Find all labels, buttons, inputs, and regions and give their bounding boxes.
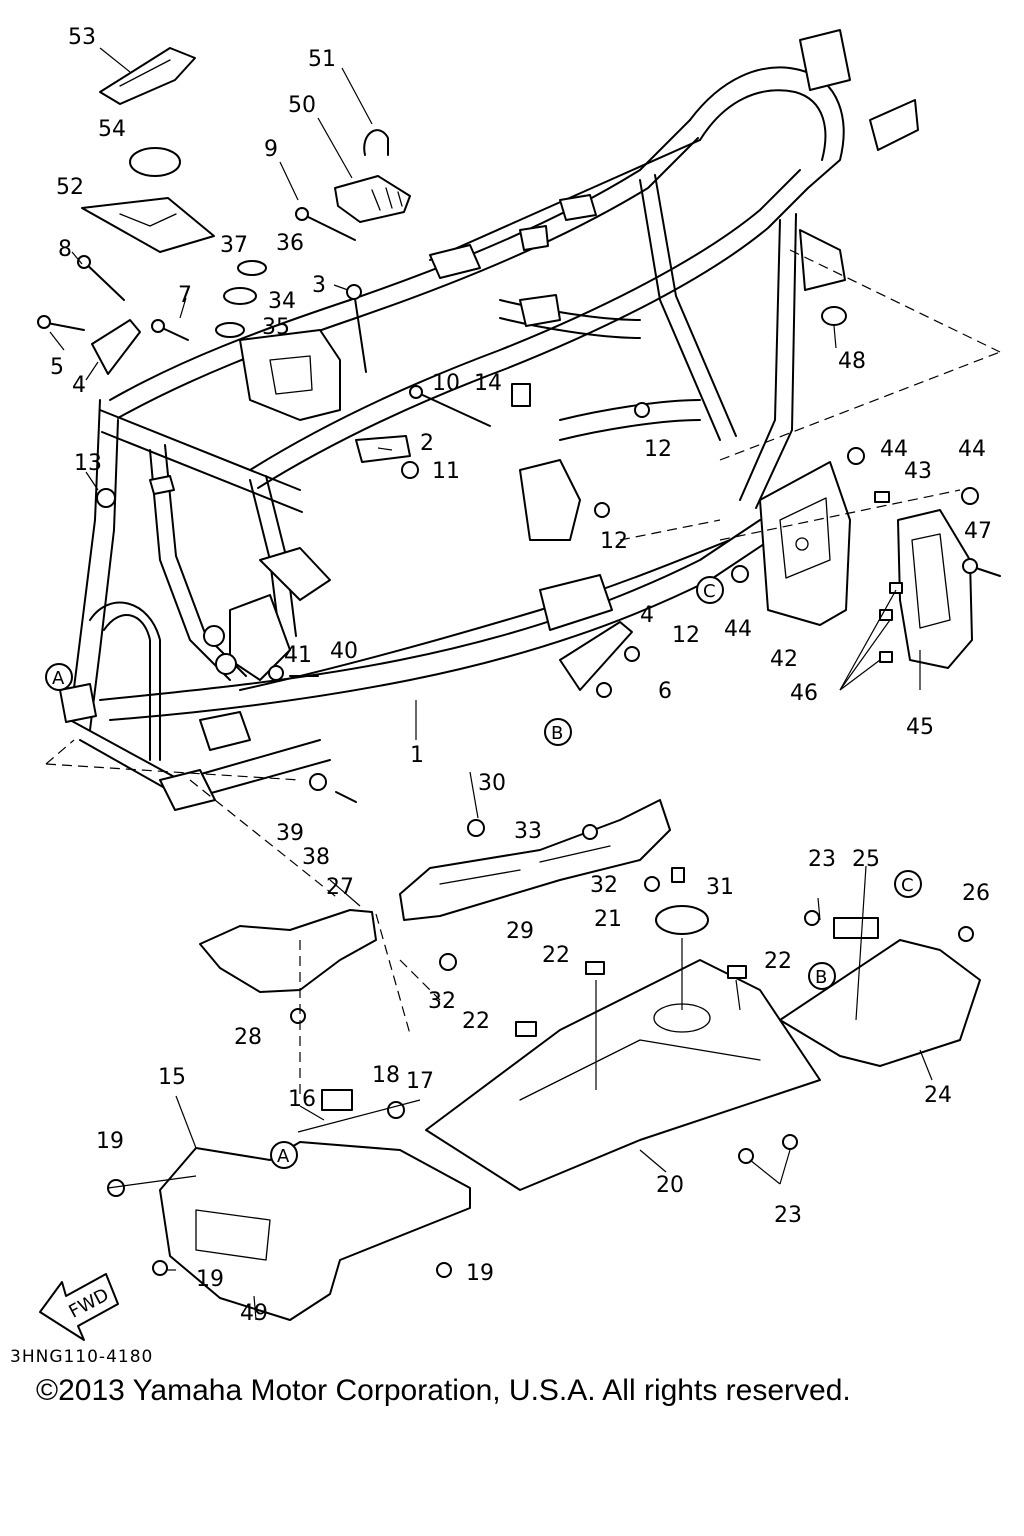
callout-47: 47 [964,519,992,544]
fwd-arrow: FWD [39,1273,119,1341]
leader-lines [45,47,1001,1321]
drawing-code: 3HNG110-4180 [10,1347,154,1367]
copyright-notice: ©2013 Yamaha Motor Corporation, U.S.A. A… [36,1374,851,1407]
callout-44-c: 44 [724,617,752,642]
callout-5: 5 [50,355,64,380]
callout-17: 17 [406,1069,434,1094]
callout-8: 8 [58,237,72,262]
ref-b-lower: B [815,967,827,988]
callout-20: 20 [656,1173,684,1198]
callout-12-c: 12 [672,623,700,648]
callout-33: 33 [514,819,542,844]
skid-plates-and-guards [107,799,981,1321]
battery-box-parts [731,447,1001,669]
callout-18: 18 [372,1063,400,1088]
ref-b-upper: B [551,723,563,744]
part-53-cover [99,47,196,105]
callout-27: 27 [326,875,354,900]
callout-21: 21 [594,907,622,932]
callout-13: 13 [74,451,102,476]
ref-c-lower: C [901,875,914,896]
callout-43: 43 [904,459,932,484]
callout-30: 30 [478,771,506,796]
part-15-front-guard [159,1141,471,1321]
callout-28: 28 [234,1025,262,1050]
callout-2: 2 [420,431,434,456]
callout-25: 25 [852,847,880,872]
callout-46: 46 [790,681,818,706]
callout-34: 34 [268,289,296,314]
callout-45: 45 [906,715,934,740]
callout-24: 24 [924,1083,952,1108]
callout-14: 14 [474,371,502,396]
callout-36: 36 [276,231,304,256]
callout-12-b: 12 [600,529,628,554]
callout-16: 16 [288,1087,316,1112]
callout-numbers: 53 51 50 54 9 52 37 36 8 3 7 34 35 5 4 1… [50,25,992,1326]
callout-22-c: 22 [462,1009,490,1034]
callout-11: 11 [432,459,460,484]
part-45-cover [897,509,973,669]
callout-3: 3 [312,273,326,298]
callout-51: 51 [308,47,336,72]
callout-12-a: 12 [644,437,672,462]
part-24-guard [779,939,981,1067]
callout-52: 52 [56,175,84,200]
part-50-damper [334,175,411,223]
frame-exploded-diagram: FWD A A B B C C 53 51 50 54 9 52 37 36 8… [37,25,1001,1341]
callout-4-lower: 4 [640,603,654,628]
callout-44-b: 44 [958,437,986,462]
callout-7: 7 [178,283,192,308]
callout-10: 10 [432,371,460,396]
callout-6: 6 [658,679,672,704]
callout-32-b: 32 [428,989,456,1014]
callout-19-a: 19 [96,1129,124,1154]
callout-54: 54 [98,117,126,142]
part-54-ring [129,147,181,177]
callout-53: 53 [68,25,96,50]
callout-39: 39 [276,821,304,846]
callout-41: 41 [284,643,312,668]
callout-44-a: 44 [880,437,908,462]
callout-4-upper: 4 [72,373,86,398]
callout-22-b: 22 [764,949,792,974]
callout-19-b: 19 [196,1267,224,1292]
callout-26: 26 [962,881,990,906]
ref-a-upper: A [52,668,65,689]
part-27-guard [199,909,377,993]
callout-48: 48 [838,349,866,374]
ref-a-lower: A [277,1146,290,1167]
callout-1: 1 [410,743,424,768]
callout-42: 42 [770,647,798,672]
callout-23-a: 23 [808,847,836,872]
callout-22-a: 22 [542,943,570,968]
callout-50: 50 [288,93,316,118]
callout-38: 38 [302,845,330,870]
part-21-ring [655,905,709,935]
callout-35: 35 [262,315,290,340]
part-29-guard [399,799,671,921]
callout-37: 37 [220,233,248,258]
callout-19-c: 19 [466,1261,494,1286]
part-4-plate-lower [559,621,633,691]
callout-32-a: 32 [590,873,618,898]
callout-9: 9 [264,137,278,162]
callout-15: 15 [158,1065,186,1090]
callout-29: 29 [506,919,534,944]
reference-letters: A A B B C C [45,576,922,1169]
part-42-battery-box [759,461,851,626]
callout-49: 49 [240,1301,268,1326]
ref-c-upper: C [703,581,716,602]
callout-40: 40 [330,639,358,664]
main-frame [59,29,919,811]
callout-31: 31 [706,875,734,900]
callout-23-b: 23 [774,1203,802,1228]
part-4-plate [91,319,141,375]
part-20-skid-plate [425,959,821,1191]
